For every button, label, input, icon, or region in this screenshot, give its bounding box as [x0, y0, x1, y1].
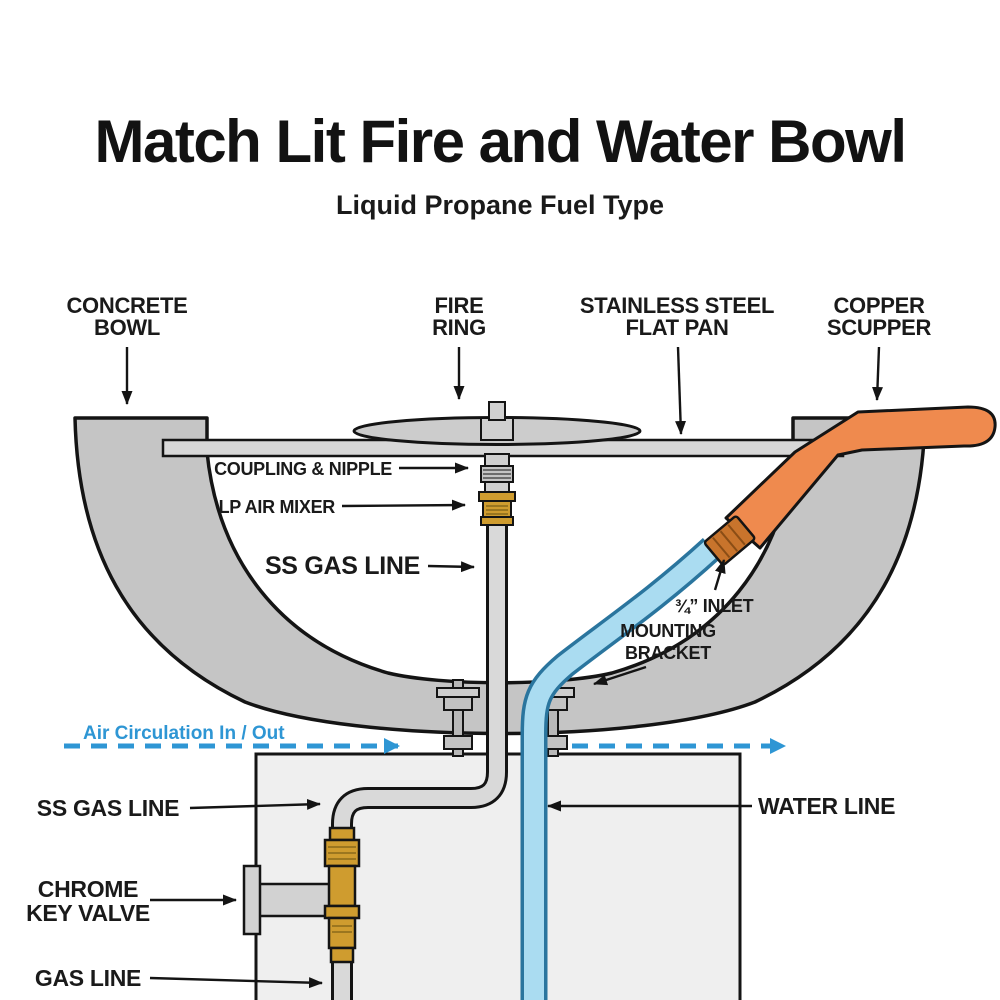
page-title: Match Lit Fire and Water Bowl: [94, 108, 905, 175]
label-mounting-bracket-line1: MOUNTING: [620, 621, 716, 641]
label-arrows: [121, 346, 883, 989]
label-flat-pan-line2: FLAT PAN: [625, 315, 728, 340]
label-coupling-nipple: COUPLING & NIPPLE: [214, 459, 392, 479]
coupling-nipple-fitting: [480, 453, 514, 493]
gas-line-pipe: [334, 520, 505, 1000]
label-inlet: ¾” INLET: [675, 596, 754, 616]
page-subtitle: Liquid Propane Fuel Type: [336, 190, 664, 220]
inlet-fitting: [703, 515, 756, 566]
label-concrete-bowl-line1: CONCRETE: [66, 293, 187, 318]
label-chrome-key-valve-line2: KEY VALVE: [26, 900, 150, 926]
label-chrome-key-valve-line1: CHROME: [38, 876, 138, 902]
label-fire-ring-line2: RING: [432, 315, 486, 340]
lp-air-mixer-fitting: [478, 491, 516, 526]
copper-scupper-shape: [724, 405, 997, 550]
label-gas-line: GAS LINE: [35, 965, 141, 991]
label-fire-ring-line1: FIRE: [435, 293, 484, 318]
label-copper-scupper-line2: SCUPPER: [827, 315, 932, 340]
concrete-bowl-shape: [73, 416, 927, 736]
water-line-pipe: [524, 540, 719, 1000]
fire-ring-hub: [480, 401, 514, 441]
label-mounting-bracket-line2: BRACKET: [625, 643, 711, 663]
label-flat-pan-line1: STAINLESS STEEL: [580, 293, 774, 318]
chrome-key-valve-stem: [242, 864, 334, 936]
label-lp-air-mixer: LP AIR MIXER: [219, 497, 336, 517]
label-water-line: WATER LINE: [758, 793, 895, 819]
label-air-circulation: Air Circulation In / Out: [83, 723, 285, 744]
key-valve-body: [323, 826, 361, 964]
mounting-bracket-left: [436, 679, 480, 757]
label-concrete-bowl-line2: BOWL: [94, 315, 160, 340]
label-ss-gas-line-lower: SS GAS LINE: [37, 795, 179, 821]
label-ss-gas-line-upper: SS GAS LINE: [265, 552, 420, 580]
label-copper-scupper-line1: COPPER: [833, 293, 925, 318]
